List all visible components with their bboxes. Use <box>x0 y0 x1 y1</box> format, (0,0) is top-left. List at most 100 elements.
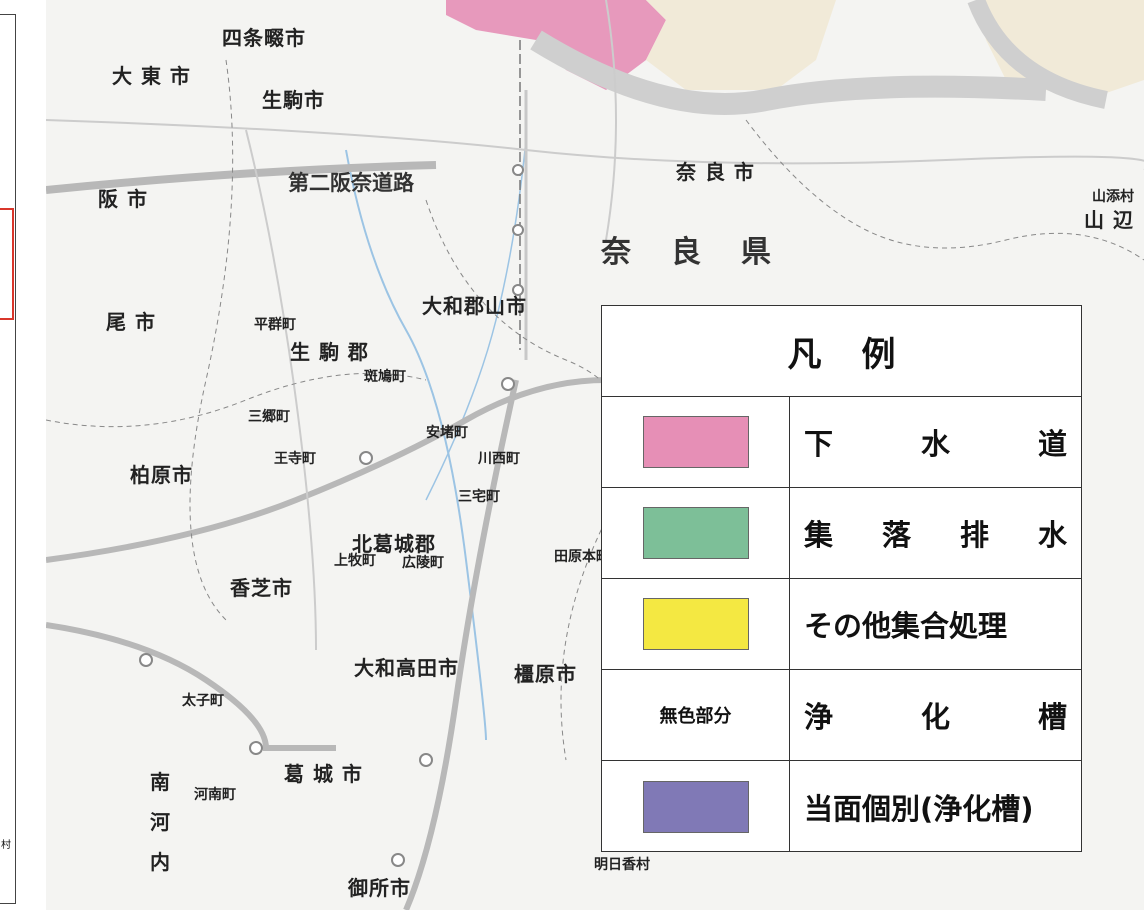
boundary-1 <box>189 59 234 621</box>
place-label: 四条畷市 <box>222 26 306 50</box>
map-graphics <box>46 0 1144 910</box>
place-label: 山 辺 <box>1084 208 1134 232</box>
legend-panel: 凡例 下水道集落排水その他集合処理無色部分浄化槽当面個別(浄化槽) <box>601 305 1082 852</box>
place-label: 安堵町 <box>426 425 468 441</box>
legend-label-char: その他集合処理 <box>804 609 1008 643</box>
place-label: 明日香村 <box>594 857 650 873</box>
place-label: 大和高田市 <box>354 656 459 680</box>
legend-swatch-cell <box>602 761 790 852</box>
legend-label: 集落排水 <box>790 488 1081 578</box>
road-local-3 <box>46 119 1144 170</box>
river-1 <box>345 149 487 741</box>
legend-swatch-cell <box>602 397 790 487</box>
urban-area-top <box>646 0 836 90</box>
interchange-5 <box>419 753 433 767</box>
place-label: 生駒市 <box>262 88 325 112</box>
legend-label-char: 落 <box>881 518 911 552</box>
legend-label-char: 化 <box>920 700 950 734</box>
place-label: 平群町 <box>254 317 296 333</box>
place-label: 第二阪奈道路 <box>288 171 414 195</box>
interchange-9 <box>512 284 524 296</box>
road-southwest <box>46 622 336 751</box>
interchange-7 <box>512 164 524 176</box>
legend-label-char: 道 <box>1037 427 1067 461</box>
place-label: 田原本町 <box>554 549 610 565</box>
legend-row: 集落排水 <box>602 488 1081 579</box>
interchange-2 <box>359 451 373 465</box>
place-label: 三郷町 <box>248 409 290 425</box>
place-label: 橿原市 <box>514 662 577 686</box>
place-label: 香芝市 <box>230 576 293 600</box>
legend-color-swatch <box>642 780 749 833</box>
boundary-4 <box>46 372 427 428</box>
river-2 <box>425 139 527 501</box>
place-label: 生 駒 郡 <box>290 340 369 364</box>
place-label: 河南町 <box>194 787 236 803</box>
legend-label-char: 浄 <box>804 700 834 734</box>
road-north-south-1 <box>403 379 519 910</box>
legend-row: 無色部分 浄 化 槽 <box>602 670 1081 761</box>
urban-area-top-right <box>976 0 1144 100</box>
legend-title-row: 凡例 <box>602 306 1081 397</box>
gray-boundary-band <box>530 30 1047 115</box>
left-red-box <box>0 208 14 320</box>
place-label: 広陵町 <box>402 555 444 571</box>
road-local-2 <box>245 129 317 651</box>
legend-label-char: 水 <box>1037 518 1067 552</box>
legend-color-swatch <box>642 507 749 559</box>
place-label: 斑鳩町 <box>364 369 406 385</box>
place-label: 三宅町 <box>458 489 500 505</box>
legend-row: その他集合処理 <box>602 579 1081 670</box>
place-label: 大 東 市 <box>112 64 191 88</box>
legend-label-char: 下 <box>804 427 834 461</box>
legend-swatch-text: 無色部分 <box>659 706 732 727</box>
interchange-6 <box>391 853 405 867</box>
legend-label: 浄化槽 <box>790 670 1081 760</box>
legend-swatch-cell: 無色部分 <box>602 670 790 760</box>
place-label: 奈 良 市 <box>676 160 755 184</box>
place-label: 川西町 <box>478 451 520 467</box>
place-label: 奈良県 <box>601 235 811 270</box>
road-east-west-1 <box>46 377 607 563</box>
place-label: 尾 市 <box>106 310 156 334</box>
interchange-4 <box>249 741 263 755</box>
legend-row: 下水道 <box>602 397 1081 488</box>
left-edge-mura: 村 <box>1 840 11 851</box>
legend-label: その他集合処理 <box>790 579 1081 669</box>
place-label: 北葛城郡 <box>352 532 436 556</box>
place-label: 太子町 <box>182 693 224 709</box>
legend-label-char: 槽 <box>1037 700 1067 734</box>
legend-row: 当面個別(浄化槽) <box>602 761 1081 852</box>
interchange-8 <box>512 224 524 236</box>
place-label: 上牧町 <box>334 553 376 569</box>
place-label: 王寺町 <box>274 451 316 467</box>
interchange-3 <box>139 653 153 667</box>
place-label: 阪 市 <box>98 187 148 211</box>
interchange-1 <box>501 377 515 391</box>
place-label: 南 <box>150 770 171 794</box>
place-label: 御所市 <box>348 876 411 900</box>
legend-label: 当面個別(浄化槽) <box>790 761 1081 852</box>
legend-label-char: 当面個別(浄化槽) <box>804 791 1034 826</box>
legend-label-char: 排 <box>959 518 989 552</box>
left-margin-strip: 村 <box>0 0 46 910</box>
legend-label-char: 水 <box>920 427 950 461</box>
place-label: 内 <box>150 850 171 874</box>
legend-swatch-cell <box>602 579 790 669</box>
place-label: 葛 城 市 <box>284 762 363 786</box>
road-daini-hannna <box>46 161 437 194</box>
road-local-4 <box>605 0 617 241</box>
place-label: 柏原市 <box>130 463 193 487</box>
gray-boundary-band-2 <box>967 0 1108 109</box>
legend-label: 下水道 <box>790 397 1081 487</box>
place-label: 山添村 <box>1092 189 1134 205</box>
place-label: 大和郡山市 <box>422 294 527 318</box>
place-label: 河 <box>150 810 171 834</box>
legend-color-swatch <box>642 598 749 650</box>
legend-label-char: 集 <box>804 518 834 552</box>
legend-rows: 下水道集落排水その他集合処理無色部分浄化槽当面個別(浄化槽) <box>602 397 1081 852</box>
legend-title: 凡例 <box>787 334 936 375</box>
legend-swatch-cell <box>602 488 790 578</box>
boundary-3 <box>745 119 1144 261</box>
left-frame-border <box>0 14 16 904</box>
